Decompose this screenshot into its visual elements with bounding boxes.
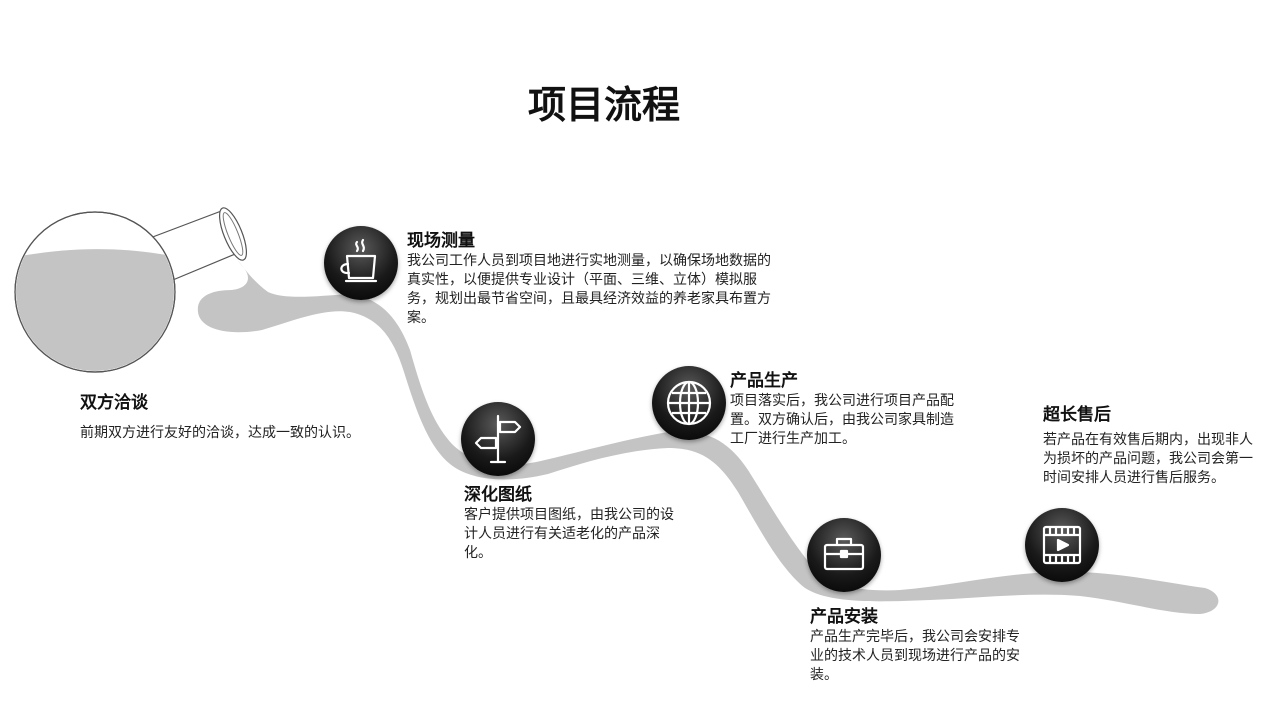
globe-icon — [666, 380, 712, 426]
node-site-survey — [324, 226, 398, 300]
step-negotiation: 双方洽谈 前期双方进行友好的洽谈，达成一致的认识。 — [80, 392, 360, 443]
liquid-stream — [197, 258, 1219, 614]
step-production: 产品生产 项目落实后，我公司进行项目产品配置。双方确认后，由我公司家具制造工厂进… — [730, 370, 960, 449]
node-production — [652, 366, 726, 440]
step-title: 深化图纸 — [464, 485, 532, 505]
step-installation: 产品安装 产品生产完毕后，我公司会安排专业的技术人员到现场进行产品的安装。 — [810, 606, 1025, 685]
signpost-icon — [474, 414, 522, 464]
flask-mouth-inner — [222, 212, 244, 256]
node-installation — [807, 518, 881, 592]
step-site-survey: 现场测量 我公司工作人员到项目地进行实地测量，以确保场地数据的真实性，以便提供专… — [407, 230, 772, 328]
page-title: 项目流程 — [527, 83, 680, 127]
step-title: 产品生产 — [730, 371, 798, 391]
step-title: 现场测量 — [407, 231, 475, 251]
step-description: 前期双方进行友好的洽谈，达成一致的认识。 — [80, 425, 360, 441]
flask-mouth — [218, 207, 248, 261]
step-description: 项目落实后，我公司进行项目产品配置。双方确认后，由我公司家具制造工厂进行生产加工… — [730, 393, 954, 447]
step-after-sales: 超长售后 若产品在有效售后期内，出现非人为损坏的产品问题，我公司会第一时间安排人… — [1043, 404, 1258, 488]
flask-outline — [14, 211, 176, 373]
step-drawing-deepening: 深化图纸 客户提供项目图纸，由我公司的设计人员进行有关适老化的产品深化。 — [464, 484, 679, 563]
flask-liquid — [16, 249, 174, 371]
step-title: 双方洽谈 — [80, 393, 148, 413]
node-drawing-deepening — [461, 402, 535, 476]
step-description: 若产品在有效售后期内，出现非人为损坏的产品问题，我公司会第一时间安排人员进行售后… — [1043, 432, 1253, 486]
step-title: 产品安装 — [810, 607, 878, 627]
toolbox-icon — [823, 537, 865, 571]
node-after-sales — [1025, 508, 1099, 582]
step-description: 产品生产完毕后，我公司会安排专业的技术人员到现场进行产品的安装。 — [810, 629, 1020, 683]
video-film-icon — [1042, 525, 1082, 565]
coffee-cup-icon — [340, 238, 378, 283]
step-title: 超长售后 — [1043, 405, 1111, 425]
step-description: 我公司工作人员到项目地进行实地测量，以确保场地数据的真实性，以便提供专业设计（平… — [407, 253, 771, 326]
step-description: 客户提供项目图纸，由我公司的设计人员进行有关适老化的产品深化。 — [464, 507, 674, 561]
